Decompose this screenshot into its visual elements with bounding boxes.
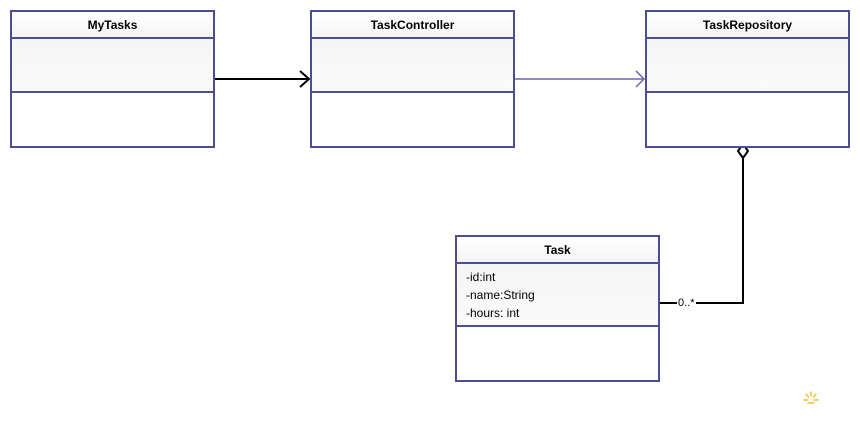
class-name: TaskController (312, 12, 513, 39)
arrowhead-taskrepository (635, 70, 646, 88)
attributes-compartment (12, 39, 213, 93)
class-task[interactable]: Task -id:int -name:String -hours: int (455, 235, 660, 382)
class-mytasks[interactable]: MyTasks (10, 10, 215, 148)
class-name: Task (457, 237, 658, 264)
class-name: MyTasks (12, 12, 213, 39)
attribute-id: -id:int (466, 270, 496, 284)
class-name: TaskRepository (647, 12, 848, 39)
arrowhead-taskcontroller (299, 70, 311, 88)
attributes-compartment: -id:int -name:String -hours: int (457, 264, 658, 327)
attributes-compartment (647, 39, 848, 93)
class-taskcontroller[interactable]: TaskController (310, 10, 515, 148)
attributes-compartment (312, 39, 513, 93)
attribute-hours: -hours: int (466, 306, 520, 320)
multiplicity-label: 0..* (677, 297, 696, 309)
class-taskrepository[interactable]: TaskRepository (645, 10, 850, 148)
spark-icon (803, 391, 819, 404)
attribute-name: -name:String (466, 288, 535, 302)
aggregation-line (660, 157, 744, 304)
